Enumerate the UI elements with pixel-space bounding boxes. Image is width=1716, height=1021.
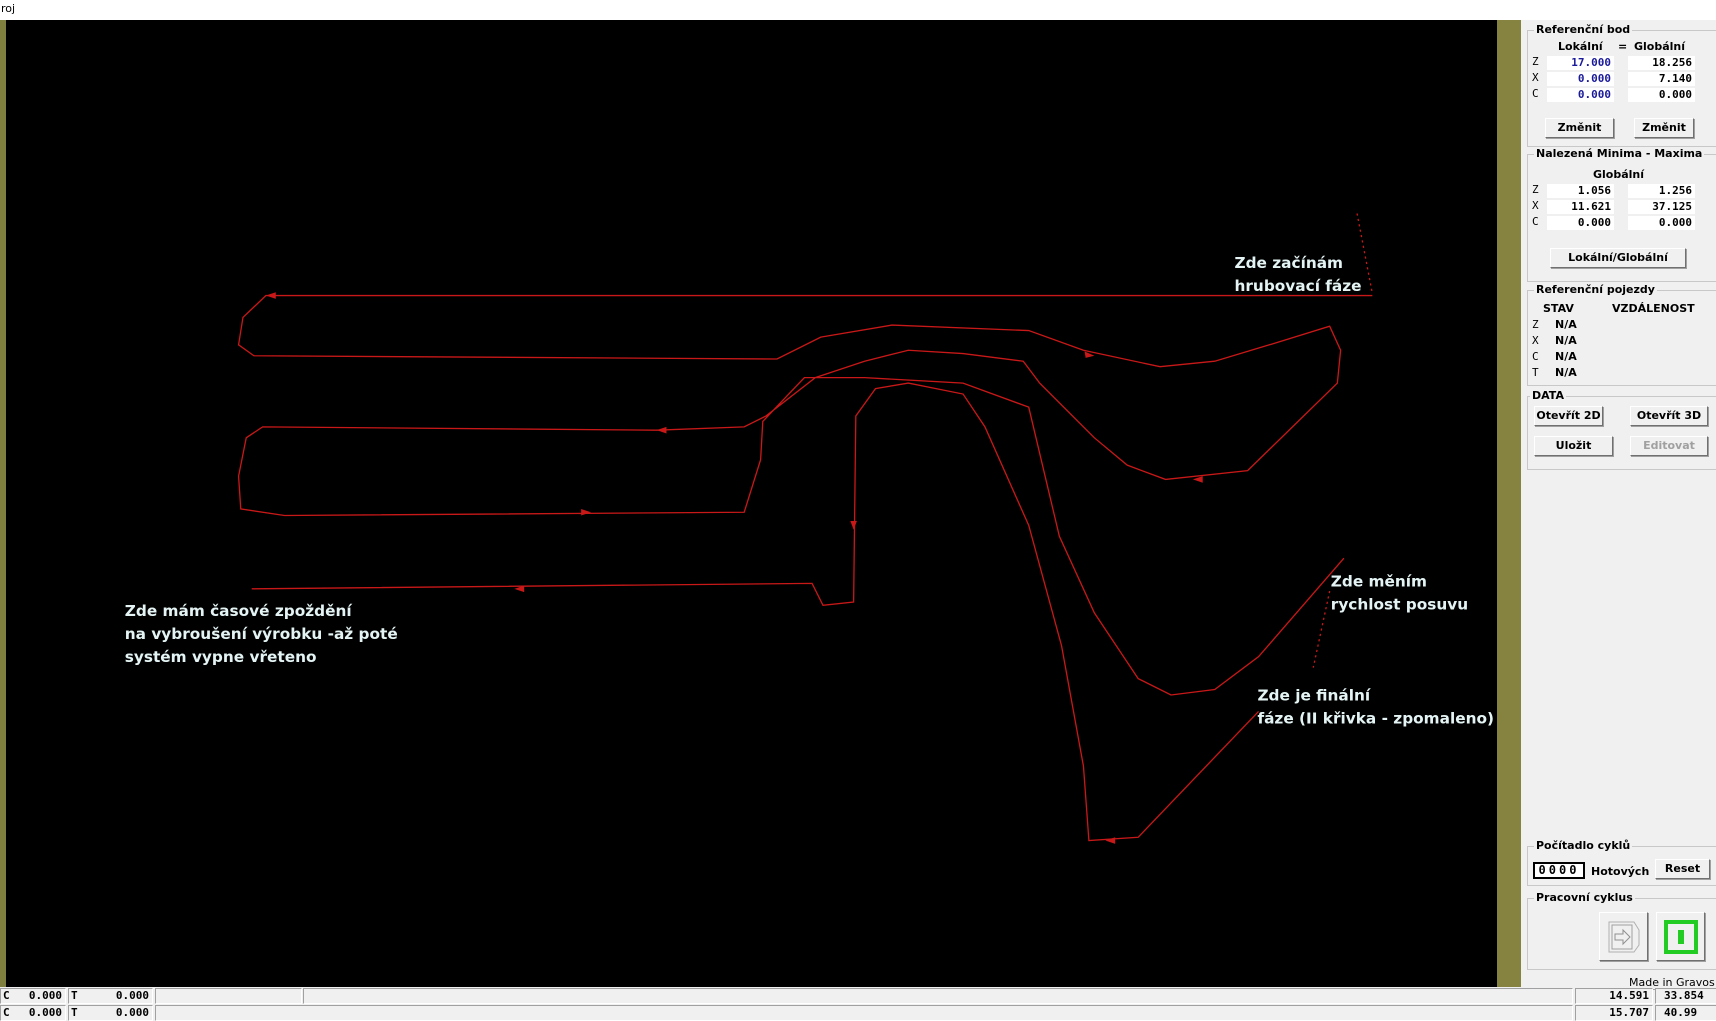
global-x-field: 7.140 [1628, 72, 1695, 86]
col-local: Lokální [1558, 40, 1603, 53]
axis-label: Z [1532, 318, 1539, 331]
local-x-field[interactable]: 0.000 [1547, 72, 1614, 86]
col-eq: = [1618, 40, 1628, 53]
open-2d-button[interactable]: Otevřít 2D [1534, 406, 1603, 426]
toolpath-canvas[interactable] [6, 20, 1497, 987]
local-z-field[interactable]: 17.000 [1547, 56, 1614, 70]
change-global-button[interactable]: Změnit [1634, 118, 1694, 138]
col-global: Globální [1634, 40, 1686, 53]
data-group: DATA [1527, 389, 1716, 470]
min-c-field: 0.000 [1547, 216, 1614, 230]
local-global-toggle-button[interactable]: Lokální/Globální [1550, 248, 1686, 268]
minmax-col: Globální [1593, 168, 1645, 181]
cycle-counter-display: 0000 [1533, 862, 1585, 879]
max-c-field: 0.000 [1628, 216, 1695, 230]
col-state: STAV [1543, 302, 1574, 315]
axis-label: X [1532, 71, 1539, 84]
edit-button: Editovat [1630, 436, 1708, 456]
axis-label: C [1532, 350, 1539, 363]
cycle-counter-title: Počítadlo cyklů [1534, 839, 1633, 852]
axis-label: X [1532, 334, 1539, 347]
stop-cycle-button[interactable] [1656, 912, 1705, 961]
state-x: N/A [1555, 334, 1577, 347]
state-z: N/A [1555, 318, 1577, 331]
arrow-right-icon [1608, 921, 1640, 953]
completed-label: Hotových [1591, 865, 1650, 878]
min-z-field: 1.056 [1547, 184, 1614, 198]
axis-label: X [1532, 199, 1539, 212]
canvas-border-left [0, 20, 6, 987]
status-empty-1 [155, 988, 302, 1004]
cycle-counter-group: Počítadlo cyklů [1527, 839, 1716, 886]
reset-button[interactable]: Reset [1655, 859, 1710, 879]
axis-label: T [1532, 366, 1539, 379]
ref-point-title: Referenční bod [1534, 23, 1633, 36]
min-x-field: 11.621 [1547, 200, 1614, 214]
state-t: N/A [1555, 366, 1577, 379]
ref-moves-title: Referenční pojezdy [1534, 283, 1657, 296]
data-title: DATA [1530, 389, 1566, 402]
work-cycle-title: Pracovní cyklus [1534, 891, 1635, 904]
global-z-field: 18.256 [1628, 56, 1695, 70]
axis-label: Z [1532, 55, 1539, 68]
change-local-button[interactable]: Změnit [1545, 118, 1614, 138]
minmax-title: Nalezená Minima - Maxima [1534, 147, 1705, 160]
global-c-field: 0.000 [1628, 88, 1695, 102]
status-value-1: 14.591 [1575, 988, 1653, 1004]
canvas-border-right [1497, 20, 1521, 987]
start-cycle-button[interactable] [1599, 912, 1648, 961]
axis-label: C [1532, 87, 1539, 100]
axis-label: C [1532, 215, 1539, 228]
ref-point-group: Referenční bod [1527, 23, 1716, 147]
minmax-group: Nalezená Minima - Maxima [1527, 147, 1716, 282]
status-value-3: 15.707 [1575, 1005, 1653, 1021]
axis-label: Z [1532, 183, 1539, 196]
save-button[interactable]: Uložit [1534, 436, 1613, 456]
status-empty-2 [303, 988, 1573, 1004]
status-value-2: 33.854 [1655, 988, 1716, 1004]
open-3d-button[interactable]: Otevřít 3D [1630, 406, 1708, 426]
max-x-field: 37.125 [1628, 200, 1695, 214]
window-title: roj [0, 0, 1716, 20]
stop-cycle-icon [1664, 920, 1698, 954]
state-c: N/A [1555, 350, 1577, 363]
max-z-field: 1.256 [1628, 184, 1695, 198]
ref-moves-group: Referenční pojezdy [1527, 283, 1716, 386]
local-c-field[interactable]: 0.000 [1547, 88, 1614, 102]
work-cycle-group: Pracovní cyklus [1527, 891, 1716, 970]
col-distance: VZDÁLENOST [1612, 302, 1695, 315]
